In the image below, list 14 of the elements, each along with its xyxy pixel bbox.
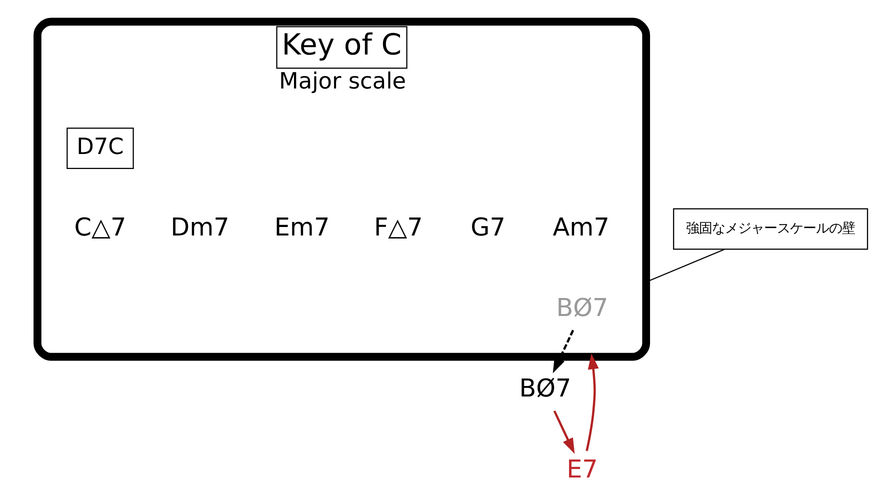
node-text: BØ7 [556,293,608,322]
label: Am7 [552,212,610,242]
node-text: BØ7 [519,374,572,403]
node-box: D7C [66,128,134,170]
label: C△7 [74,212,126,242]
label: F△7 [374,212,423,242]
arrow [552,330,574,374]
node-text: E7 [566,454,598,484]
node-box: 強固なメジャースケールの壁 [673,208,868,250]
label: G7 [470,212,506,242]
arrow [586,353,599,452]
label: Em7 [274,212,330,242]
label: Dm7 [170,212,230,242]
arrow [553,410,575,454]
